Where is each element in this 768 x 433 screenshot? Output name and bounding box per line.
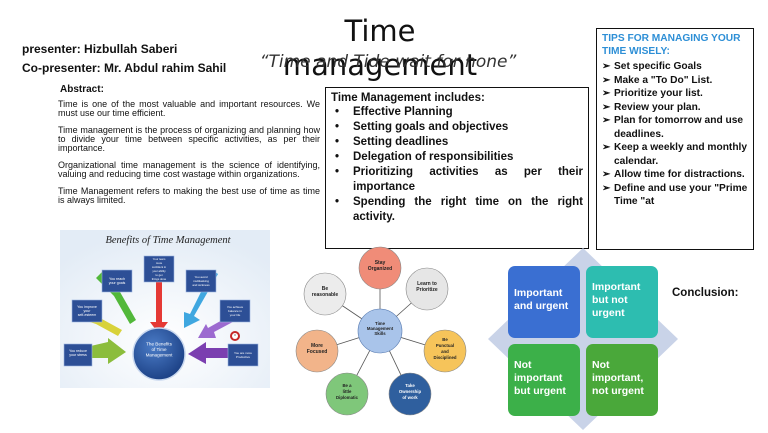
matrix-cell xyxy=(508,344,580,416)
benefit-box xyxy=(143,255,175,283)
matrix-cell xyxy=(586,344,658,416)
abstract-heading: Abstract: xyxy=(60,84,104,95)
benefits-center-circle xyxy=(132,327,186,381)
arrow-icon: ➢ xyxy=(602,182,611,194)
includes-item: Setting goals and objectives xyxy=(331,120,583,135)
matrix-cell xyxy=(508,266,580,338)
arrow-icon: ➢ xyxy=(602,88,611,99)
arrow-shape xyxy=(82,338,126,364)
tip-item: ➢Review your plan. xyxy=(602,101,701,113)
arrow-icon: ➢ xyxy=(602,101,611,113)
skill-node xyxy=(405,267,449,311)
benefit-box xyxy=(71,299,103,323)
tip-item: ➢Make a "To Do" List. xyxy=(602,74,713,86)
skill-node xyxy=(295,329,339,373)
tip-item: ➢Plan for tomorrow and use deadlines. xyxy=(602,115,744,140)
arrow-shape xyxy=(188,342,230,364)
includes-item: Delegation of responsibilities xyxy=(331,150,583,165)
tips-heading: TIPS FOR MANAGING YOUR TIME WISELY: xyxy=(602,33,741,57)
arrow-icon: ➢ xyxy=(602,74,611,86)
abstract-paragraph: Organizational time management is the sc… xyxy=(58,160,320,179)
tip-item: ➢Set specific Goals xyxy=(602,61,702,72)
arrow-icon: ➢ xyxy=(602,142,611,153)
page-title: Time management xyxy=(282,14,478,82)
tips-box: TIPS FOR MANAGING YOUR TIME WISELY: ➢Set… xyxy=(596,28,754,250)
includes-item: Effective Planning xyxy=(331,105,583,120)
skill-node xyxy=(388,372,432,416)
arrow-icon: ➢ xyxy=(602,169,611,180)
copresenter-label: Co-presenter: Mr. Abdul rahim Sahil xyxy=(22,61,227,75)
benefit-box xyxy=(185,269,217,293)
benefits-title: Benefits of Time Management xyxy=(105,235,231,246)
skill-node xyxy=(303,272,347,316)
skill-node xyxy=(325,372,369,416)
abstract-paragraph: Time is one of the most valuable and imp… xyxy=(58,99,320,118)
skills-center-circle xyxy=(357,308,403,354)
includes-item: Setting deadlines xyxy=(331,135,583,150)
includes-item: Prioritizing activities as per their imp… xyxy=(331,165,583,195)
presenter-label: presenter: Hizbullah Saberi xyxy=(22,42,178,56)
arrow-shape xyxy=(150,274,168,334)
includes-heading: Time Management includes: xyxy=(331,92,485,104)
benefit-box xyxy=(63,343,93,367)
tip-item: ➢Allow time for distractions. xyxy=(602,169,745,180)
benefit-box xyxy=(219,299,251,323)
arrow-icon: ➢ xyxy=(602,115,611,126)
arrow-icon: ➢ xyxy=(602,61,611,72)
tip-item: ➢Define and use your "Prime Time "at xyxy=(602,182,748,208)
page-subtitle: “Time and Tide wait for none” xyxy=(259,52,517,72)
abstract-text: Time is one of the most valuable and imp… xyxy=(58,100,320,213)
abstract-paragraph: Time management is the process of organi… xyxy=(58,125,320,153)
abstract-paragraph: Time Management refers to making the bes… xyxy=(58,186,320,205)
benefit-box xyxy=(101,269,133,293)
skill-node xyxy=(358,246,402,290)
tip-item: ➢Keep a weekly and monthly calendar. xyxy=(602,142,748,167)
benefit-box xyxy=(227,343,259,367)
conclusion-label: Conclusion: xyxy=(672,287,739,299)
includes-box: Time Management includes: Effective Plan… xyxy=(325,87,589,249)
includes-item: Spending the right time on the right act… xyxy=(331,195,583,225)
tip-item: ➢Prioritize your list. xyxy=(602,88,703,99)
skill-node xyxy=(423,329,467,373)
matrix-cell xyxy=(586,266,658,338)
